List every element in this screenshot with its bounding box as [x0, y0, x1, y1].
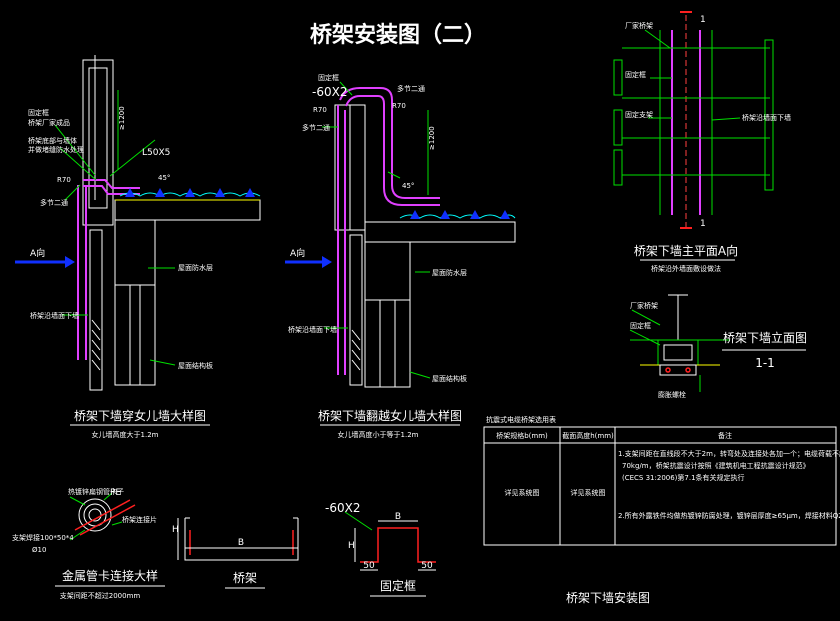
label-roof-slab-2: 屋面结构板: [432, 374, 467, 383]
label-fixed-frame: 固定框: [28, 108, 49, 117]
detail-elevation: 厂家桥架 固定框 膨胀螺栓 桥架下墙立面图 1-1: [629, 294, 807, 399]
frame-flange-left: 50: [363, 561, 375, 571]
label-pe: PE: [110, 488, 121, 498]
label-roof-waterproof-2: 屋面防水层: [432, 268, 467, 277]
label-height-2: ≥1200: [428, 126, 436, 150]
table-caption: 抗震式电缆桥架选用表: [486, 415, 556, 424]
label-waterproof: 并做堵缝防水处理: [28, 145, 84, 154]
drawing-footer: 桥架下墙安装图: [566, 590, 650, 605]
detail-plan-a: 1 1 厂家桥架 固定框 固定支架 桥架沿墙面下墙 桥架下墙主平面A向 桥架沿外…: [613, 11, 791, 273]
tray-width-label: B: [238, 538, 244, 548]
label-vendor-tray: 桥架厂家成品: [28, 118, 70, 127]
section-marker-top: 1: [700, 15, 706, 25]
label-roof-waterproof: 屋面防水层: [178, 263, 213, 272]
detail1-title: 桥架下墙穿女儿墙大样图: [74, 408, 206, 423]
tray-height-label: H: [172, 525, 179, 535]
detail1-subtitle: 女儿墙高度大于1.2m: [92, 430, 159, 439]
label-fixed-frame-2: 固定框: [318, 73, 339, 82]
label-radius: R70: [57, 176, 71, 184]
detail-parapet-over: A向 固定框 -60X2 R70 多节二通 多节二通 R70 ≥1200 45°…: [285, 73, 516, 439]
detail-tray-profile: H B 桥架: [172, 517, 299, 589]
frame-steel-label: -60X2: [325, 501, 360, 515]
table-note-3: (CECS 31:2006)第7.1条有关规定执行: [622, 473, 745, 482]
frame-width-label: B: [395, 512, 401, 522]
arrow-a-label: A向: [30, 247, 45, 259]
label-two-way-2: 多节二通: [302, 123, 330, 132]
table-header-notes: 备注: [718, 431, 732, 440]
table-header-height: 截面高度h(mm): [562, 431, 614, 440]
table-cell-width: 详见系统图: [505, 488, 540, 497]
label-tray-bottom: 桥架底部与墙体: [28, 136, 77, 145]
label-bracket-size: 支架焊接100*50*4: [12, 533, 74, 542]
detail3-subtitle: 桥架沿外墙面敷设做法: [651, 264, 721, 273]
table-note-4: 2.所有外露铁件均做热镀锌防腐处理，镀锌层厚度≥65μm，焊接材料Q235B；焊…: [618, 511, 840, 520]
label-bolt-4: 膨胀螺栓: [658, 390, 686, 399]
detail-parapet-through: A向 固定框 桥架厂家成品 桥架底部与墙体 并做堵缝防水处理 L50X5 R70…: [15, 55, 261, 439]
section-marker-bottom: 1: [700, 219, 706, 229]
table-note-1: 1.支架间距在直线段不大于2m，转弯处及连接处各加一个；电缆荷载不超过: [618, 449, 840, 458]
label-radius-2a: R70: [313, 106, 327, 114]
frame-flange-right: 50: [421, 561, 433, 571]
arrow-a-label-2: A向: [290, 247, 305, 259]
label-diameter: Ø10: [32, 546, 46, 554]
label-vendor-tray-3: 厂家桥架: [625, 21, 653, 30]
label-roof-slab: 屋面结构板: [178, 361, 213, 370]
detail7-title: 固定框: [380, 578, 416, 593]
label-down-wall-2: 桥架沿墙面下墙: [288, 325, 337, 334]
label-flat-steel: -60X2: [312, 85, 347, 99]
label-connector: 桥架连接片: [122, 515, 157, 524]
detail4-subtitle: 1-1: [755, 356, 775, 370]
label-angle-2: 45°: [402, 182, 414, 190]
detail4-title: 桥架下墙立面图: [723, 330, 807, 345]
table-note-2: 70kg/m，桥架抗震设计按照《建筑机电工程抗震设计规范》: [622, 461, 810, 470]
label-down-wall: 桥架沿墙面下墙: [30, 311, 79, 320]
detail2-title: 桥架下墙翻越女儿墙大样图: [318, 408, 462, 423]
label-fixed-bracket-3: 固定支架: [625, 110, 653, 119]
label-vendor-tray-4: 厂家桥架: [630, 301, 658, 310]
detail6-title: 桥架: [233, 571, 257, 585]
detail-fixing-frame: -60X2 B H 50 50 固定框: [325, 501, 436, 597]
label-fixed-frame-3: 固定框: [625, 70, 646, 79]
table-cell-height: 详见系统图: [571, 488, 606, 497]
drawing-title: 桥架安装图（二）: [310, 22, 486, 48]
label-two-way: 多节二通: [40, 198, 68, 207]
detail5-title: 金属管卡连接大样: [62, 568, 158, 583]
detail3-title: 桥架下墙主平面A向: [634, 243, 738, 258]
frame-height-label: H: [348, 541, 355, 551]
table-header-width: 桥架规格b(mm): [496, 431, 548, 440]
label-down-wall-3: 桥架沿墙面下墙: [742, 113, 791, 122]
detail2-subtitle: 女儿墙高度小于等于1.2m: [338, 430, 419, 439]
label-two-way-2b: 多节二通: [397, 84, 425, 93]
label-angle: 45°: [158, 174, 170, 182]
detail-pipe-clamp: 热镀锌扁钢管卡子 PE 桥架连接片 支架焊接100*50*4 Ø10 金属管卡连…: [12, 487, 165, 600]
label-fixed-frame-4: 固定框: [630, 321, 651, 330]
label-clamp: 热镀锌扁钢管卡子: [68, 487, 124, 496]
label-height: ≥1200: [118, 106, 126, 130]
detail5-subtitle: 支架间距不超过2000mm: [60, 591, 141, 600]
selection-table: 抗震式电缆桥架选用表 桥架规格b(mm) 截面高度h(mm) 备注 详见系统图 …: [483, 415, 840, 546]
label-angle-steel: L50X5: [142, 148, 170, 158]
label-radius-2b: R70: [392, 102, 406, 110]
